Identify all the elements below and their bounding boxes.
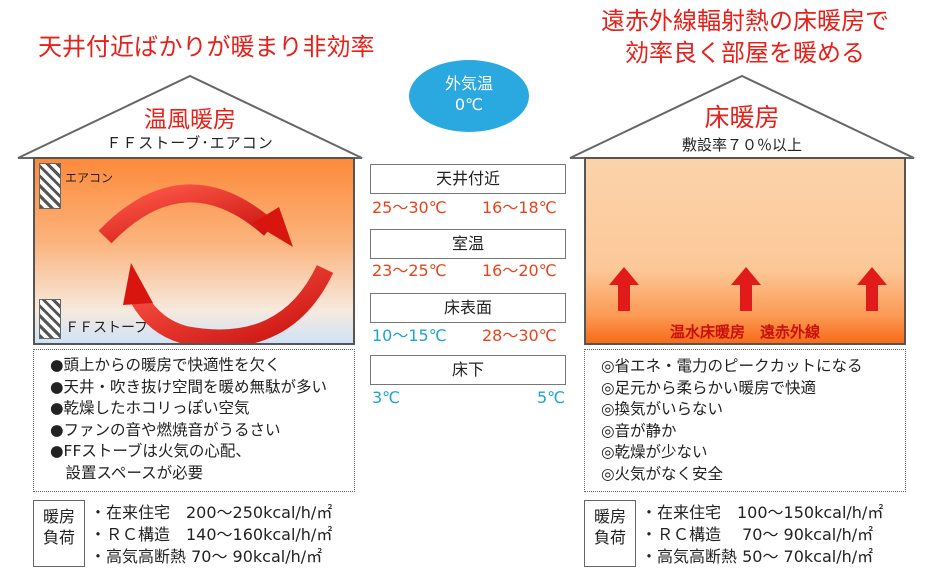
floor-temp-left: 10～15℃ — [372, 326, 447, 345]
up-arrow-icon — [609, 267, 639, 311]
right-load-label: 暖房 負荷 — [584, 500, 636, 567]
right-headline-1: 遠赤外線輻射熱の床暖房で — [601, 7, 889, 35]
left-headline: 天井付近ばかりが暖まり非効率 — [38, 33, 375, 61]
list-item: ●乾燥したホコリっぽい空気 — [50, 399, 250, 417]
outside-temp-label: 外気温 — [444, 74, 493, 93]
floor-temp-right: 28～30℃ — [482, 326, 557, 345]
list-item: ◎乾燥が少ない — [601, 443, 708, 461]
left-feature-list: ●頭上からの暖房で快適性を欠く ●天井・吹き抜け空間を暖め無駄が多い ●乾燥した… — [33, 349, 355, 492]
left-load-values: ・在来住宅 200～250kcal/h/㎡ ・ＲＣ構造 140～160kcal/… — [90, 502, 332, 568]
right-house-title: 床暖房 — [704, 103, 780, 132]
floor-heating-label: 温水床暖房 遠赤外線 — [669, 323, 820, 341]
room-temp-right: 16～20℃ — [482, 261, 557, 280]
list-item: ●ファンの音や燃焼音がうるさい — [50, 420, 281, 439]
left-house-title: 温風暖房 — [144, 107, 236, 133]
load-line: ・ＲＣ構造 70～ 90kcal/h/㎡ — [641, 525, 874, 544]
aircon-label: エアコン — [65, 171, 114, 185]
load-line: ・ＲＣ構造 140～160kcal/h/㎡ — [90, 525, 333, 544]
list-item: 設置スペースが必要 — [50, 463, 204, 482]
ceiling-temp-left: 25～30℃ — [372, 198, 447, 217]
stove-label: ＦＦストーブ — [65, 320, 149, 336]
list-item: ●FFストーブは火気の心配、 — [50, 442, 251, 460]
right-headline-2: 効率良く部屋を暖める — [625, 39, 865, 67]
outside-temp-value: 0℃ — [454, 95, 484, 114]
room-temp-left: 23～25℃ — [372, 261, 447, 280]
list-item: ●頭上からの暖房で快適性を欠く — [50, 356, 281, 374]
right-house-room: 温水床暖房 遠赤外線 — [584, 157, 906, 345]
left-load-label: 暖房 負荷 — [33, 500, 85, 567]
list-item: ◎足元から柔らかい暖房で快適 — [601, 378, 817, 397]
underfloor-temp-left: 3℃ — [372, 388, 401, 407]
zone-floor-surface: 床表面 — [370, 293, 566, 323]
load-line: ・高気高断熱 50～ 70kcal/h/㎡ — [641, 547, 874, 566]
list-item: ◎音が静か — [601, 421, 677, 440]
list-item: ●天井・吹き抜け空間を暖め無駄が多い — [50, 377, 328, 396]
up-arrow-icon — [857, 267, 887, 311]
underfloor-temp-right: 5℃ — [537, 388, 566, 407]
up-arrow-icon — [731, 267, 761, 311]
right-load-values: ・在来住宅 100～150kcal/h/㎡ ・ＲＣ構造 70～ 90kcal/h… — [641, 502, 883, 568]
zone-ceiling: 天井付近 — [370, 164, 566, 194]
right-feature-list: ◎省エネ・電力のピークカットになる ◎足元から柔らかい暖房で快適 ◎換気がいらな… — [584, 349, 906, 492]
right-house-subtitle: 敷設率７０％以上 — [681, 136, 802, 154]
circulation-arrows-icon — [98, 184, 334, 343]
zone-underfloor: 床下 — [370, 355, 566, 385]
zone-room: 室温 — [370, 229, 566, 259]
left-house-room: エアコン ＦＦストーブ — [33, 157, 355, 345]
stove-icon — [39, 299, 61, 339]
ceiling-temp-right: 16～18℃ — [482, 198, 557, 217]
aircon-icon — [39, 163, 61, 209]
list-item: ◎火気がなく安全 — [601, 464, 724, 483]
load-line: ・在来住宅 100～150kcal/h/㎡ — [641, 503, 884, 522]
left-house-subtitle: ＦＦストーブ･エアコン — [106, 134, 274, 152]
load-line: ・高気高断熱 70～ 90kcal/h/㎡ — [90, 547, 323, 566]
outside-temp-bubble: 外気温 0℃ — [409, 60, 529, 132]
list-item: ◎省エネ・電力のピークカットになる — [601, 357, 863, 375]
list-item: ◎換気がいらない — [601, 400, 724, 418]
load-line: ・在来住宅 200～250kcal/h/㎡ — [90, 503, 333, 522]
